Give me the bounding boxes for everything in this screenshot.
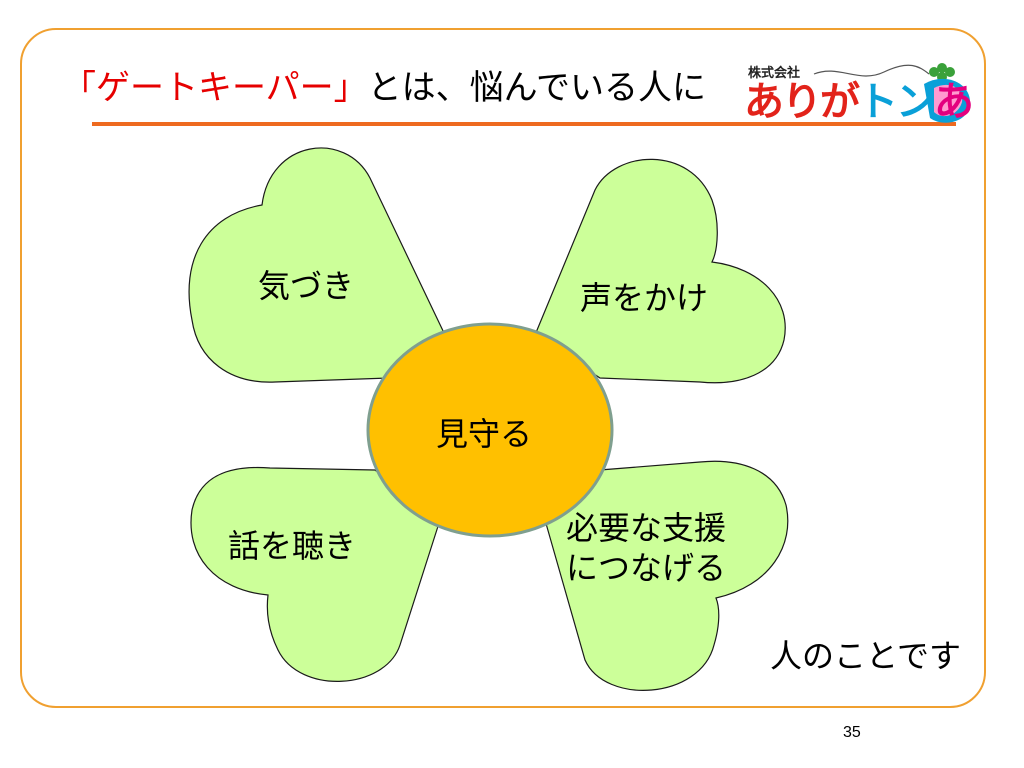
petal-label-connect-line2: につなげる <box>566 549 727 587</box>
logo-vine-icon <box>813 63 970 123</box>
logo-brand-part2: トン <box>858 79 936 125</box>
page-number: 35 <box>843 724 861 741</box>
petal-label-listen: 話を聴き <box>228 527 357 565</box>
petal-bottom-right <box>544 460 789 691</box>
center-label-watch: 見守る <box>436 415 533 453</box>
petal-label-connect-line1: 必要な支援 <box>566 509 727 547</box>
logo-brand-text: ありがトンあ <box>744 78 974 126</box>
title-keyword: 「ゲートキーパー」 <box>62 68 368 108</box>
petal-top-left <box>188 147 446 383</box>
logo-brand-part3: あ <box>934 79 974 125</box>
title-rest: とは、悩んでいる人に <box>367 68 706 108</box>
center-circle <box>366 322 614 538</box>
logo-brand-part1: ありが <box>744 79 860 125</box>
slide-title: 「ゲートキーパー」とは、悩んでいる人に <box>62 66 706 110</box>
petal-top-right <box>534 158 786 384</box>
slide-frame <box>20 28 986 708</box>
petal-label-notice: 気づき <box>258 267 355 305</box>
company-logo: 株式会社 ありがトンあ <box>744 62 974 130</box>
petal-label-speak: 声をかけ <box>580 279 709 317</box>
petal-bottom-left <box>190 466 441 682</box>
closing-text: 人のことです <box>770 637 962 675</box>
petal-label-connect: 必要な支援 につなげる <box>566 508 726 588</box>
logo-company-text: 株式会社 <box>748 66 801 81</box>
title-underline <box>92 122 956 126</box>
